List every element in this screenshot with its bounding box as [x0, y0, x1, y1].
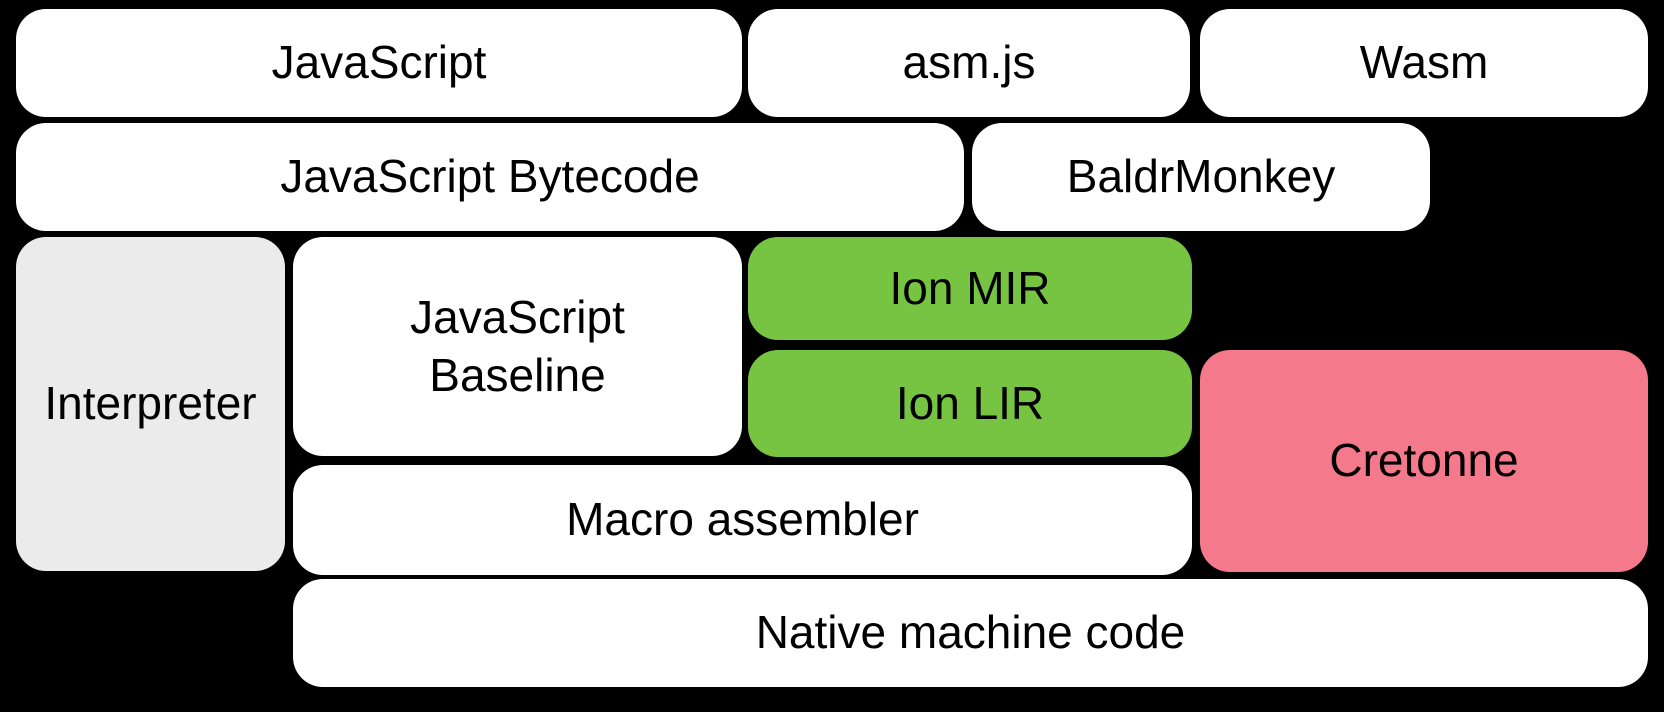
box-asmjs: asm.js — [748, 9, 1190, 117]
box-ion-lir: Ion LIR — [748, 350, 1192, 457]
box-wasm-label: Wasm — [1359, 36, 1489, 89]
box-ion-lir-label: Ion LIR — [895, 376, 1045, 429]
box-interpreter-label: Interpreter — [44, 377, 257, 430]
box-javascript: JavaScript — [16, 9, 742, 117]
box-native-machine-code: Native machine code — [293, 579, 1648, 687]
box-javascript-baseline-line1: JavaScript — [410, 291, 625, 343]
box-native-machine-code-label: Native machine code — [755, 606, 1186, 659]
box-ion-mir: Ion MIR — [748, 237, 1192, 340]
box-javascript-baseline-line2: Baseline — [429, 348, 606, 401]
box-baldrmonkey: BaldrMonkey — [972, 123, 1430, 231]
box-javascript-bytecode-label: JavaScript Bytecode — [280, 150, 700, 203]
box-javascript-baseline: JavaScript Baseline — [293, 237, 742, 456]
box-cretonne: Cretonne — [1200, 350, 1648, 572]
box-javascript-baseline-label: JavaScript Baseline — [410, 289, 625, 404]
box-ion-mir-label: Ion MIR — [889, 261, 1051, 314]
box-asmjs-label: asm.js — [902, 36, 1036, 89]
box-wasm: Wasm — [1200, 9, 1648, 117]
box-cretonne-label: Cretonne — [1329, 434, 1519, 487]
box-javascript-label: JavaScript — [271, 36, 487, 89]
box-macro-assembler: Macro assembler — [293, 465, 1192, 575]
box-macro-assembler-label: Macro assembler — [566, 493, 919, 546]
box-baldrmonkey-label: BaldrMonkey — [1066, 150, 1336, 203]
box-interpreter: Interpreter — [16, 237, 285, 571]
box-javascript-bytecode: JavaScript Bytecode — [16, 123, 964, 231]
